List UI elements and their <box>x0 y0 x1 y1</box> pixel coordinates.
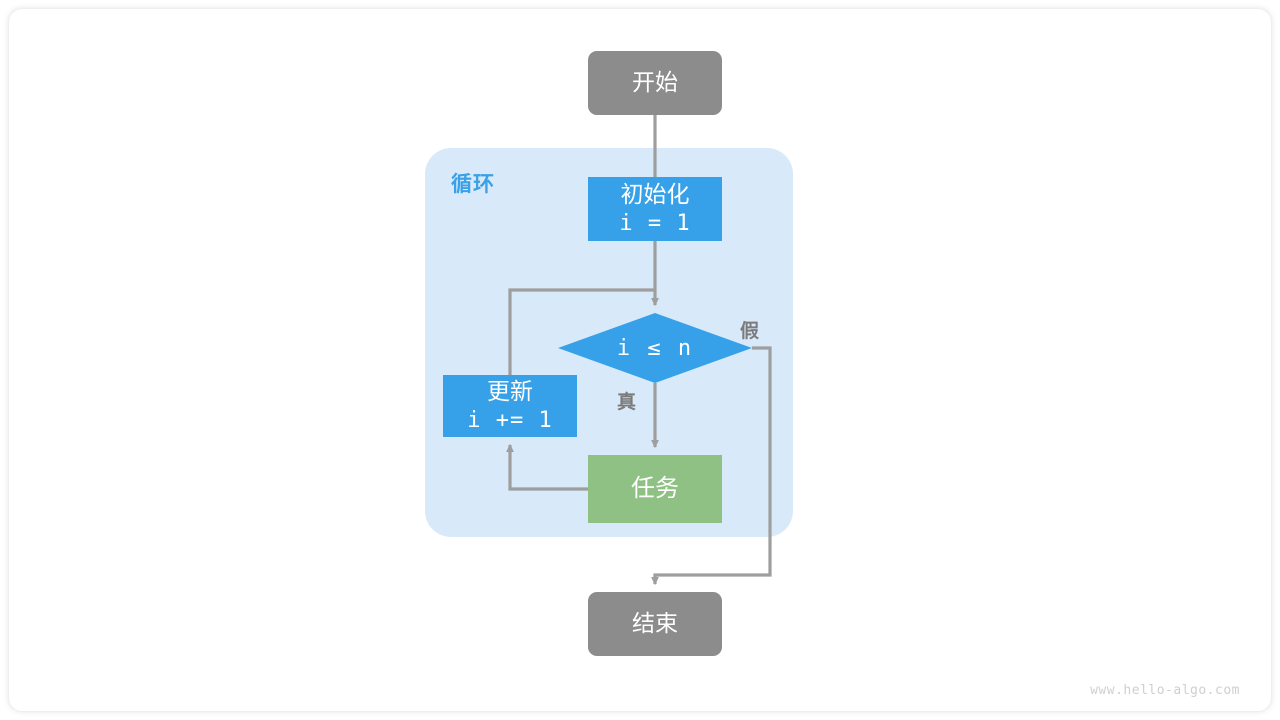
node-init-code: i = 1 <box>619 210 691 236</box>
edge-label-false: 假 <box>740 321 760 342</box>
node-init-label: 初始化 <box>620 181 690 208</box>
node-end[interactable]: 结束 <box>588 592 722 656</box>
watermark: www.hello-algo.com <box>1090 683 1240 698</box>
node-end-label: 结束 <box>632 610 678 637</box>
node-update-label: 更新 <box>487 378 533 405</box>
edge-task-to-update <box>506 443 588 491</box>
loop-group-label: 循环 <box>451 173 495 196</box>
node-task[interactable]: 任务 <box>588 455 722 523</box>
edge-label-true: 真 <box>617 392 637 413</box>
node-init[interactable]: 初始化 i = 1 <box>588 177 722 241</box>
node-start[interactable]: 开始 <box>588 51 722 115</box>
node-task-label: 任务 <box>631 474 679 502</box>
node-start-label: 开始 <box>632 69 678 96</box>
node-update-code: i += 1 <box>467 407 553 433</box>
edge-decision-to-end <box>651 346 772 586</box>
node-decision-label: i ≤ n <box>616 335 694 361</box>
node-update[interactable]: 更新 i += 1 <box>443 375 577 437</box>
node-decision[interactable]: i ≤ n <box>558 313 752 383</box>
edge-update-to-decision <box>508 288 655 375</box>
